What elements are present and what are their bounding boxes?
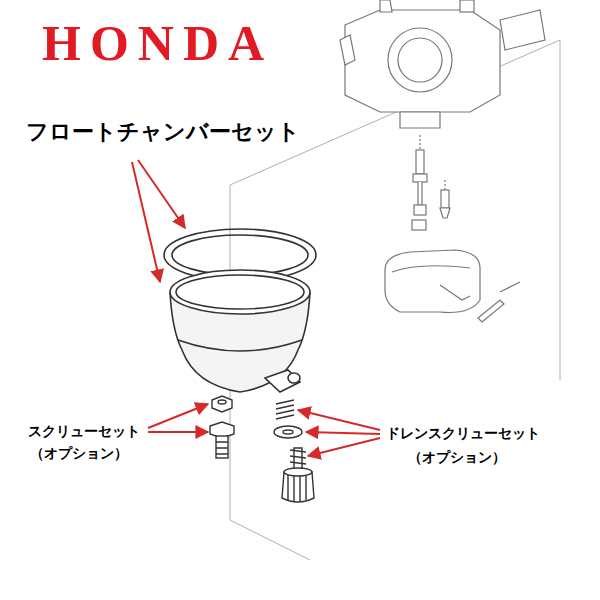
float <box>385 250 520 322</box>
part-name: スクリューセット <box>28 424 140 439</box>
drain-screw-set <box>274 400 314 502</box>
part-name: フロートチャンバーセット <box>26 120 300 144</box>
part-name: ドレンスクリューセット <box>386 426 540 441</box>
leader-arrows <box>132 160 380 456</box>
option-note: （オプション） <box>30 446 128 461</box>
option-note: （オプション） <box>408 450 506 465</box>
float-chamber-bowl <box>170 270 310 392</box>
carburetor-body <box>340 0 545 128</box>
jet-parts <box>412 135 450 230</box>
screw-set <box>210 396 234 458</box>
brand-logo: HONDA <box>42 16 273 71</box>
